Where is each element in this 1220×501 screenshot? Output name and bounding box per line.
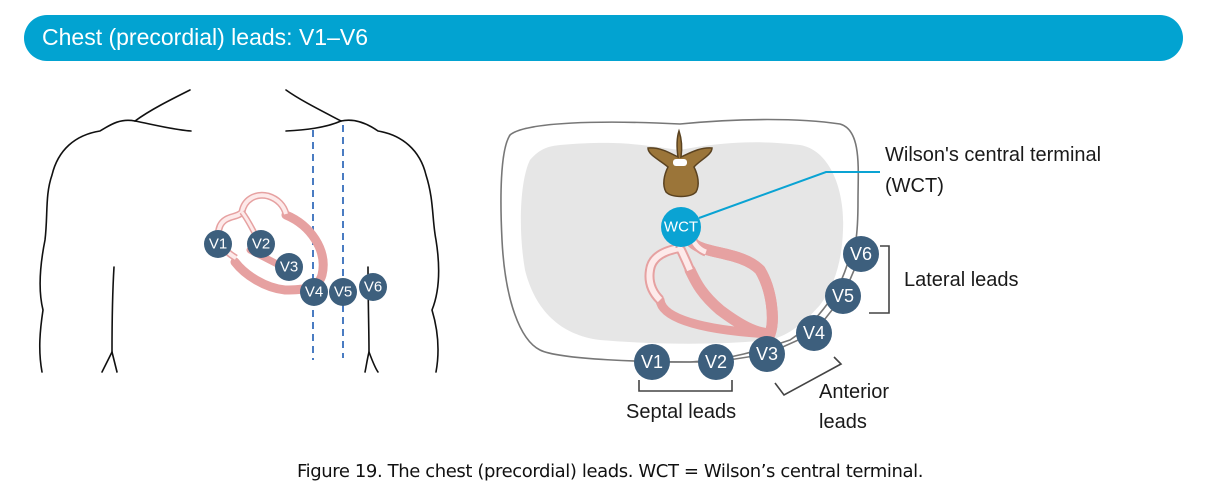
lateral-leads-label: Lateral leads <box>904 269 1019 291</box>
anterior-bracket <box>774 356 843 397</box>
front-lead-v1[interactable]: V1 <box>204 230 232 258</box>
septal-bracket <box>638 380 733 392</box>
guide-lines <box>312 125 344 360</box>
wct-node[interactable]: WCT <box>661 207 701 247</box>
electrode-label: V5 <box>334 284 352 301</box>
electrode-circle <box>843 236 879 272</box>
anterior-leads-label-1: Anterior <box>819 381 889 403</box>
electrode-circle <box>749 336 785 372</box>
front-lead-v6[interactable]: V6 <box>359 273 387 301</box>
electrode-label: V2 <box>705 352 727 372</box>
electrode-label: V6 <box>364 279 382 296</box>
electrode-label: V5 <box>832 286 854 306</box>
cross-lead-v2[interactable]: V2 <box>698 344 734 380</box>
wct-callout-line <box>698 171 880 219</box>
section-banner: Chest (precordial) leads: V1–V6 <box>24 15 1183 61</box>
electrode-label: V3 <box>756 344 778 364</box>
front-lead-v5[interactable]: V5 <box>329 278 357 306</box>
electrode-label: V1 <box>641 352 663 372</box>
cross-lead-v3[interactable]: V3 <box>749 336 785 372</box>
cross-lead-v6[interactable]: V6 <box>843 236 879 272</box>
anterior-leads-label-2: leads <box>819 411 867 433</box>
wct-callout-title: Wilson's central terminal <box>885 144 1101 166</box>
electrode-label: V1 <box>209 236 227 253</box>
figure-caption: Figure 19. The chest (precordial) leads.… <box>296 461 924 482</box>
cross-leads: V1 V2 V3 V4 V5 V6 <box>634 236 879 380</box>
front-lead-v4[interactable]: V4 <box>300 278 328 306</box>
cross-lead-v5[interactable]: V5 <box>825 278 861 314</box>
torso-outline <box>38 89 440 373</box>
electrode-circle <box>634 344 670 380</box>
section-title: Chest (precordial) leads: V1–V6 <box>42 24 368 50</box>
wct-label: WCT <box>664 219 698 236</box>
electrode-label: V3 <box>280 259 298 276</box>
electrode-circle <box>247 230 275 258</box>
electrode-circle <box>204 230 232 258</box>
electrode-circle <box>825 278 861 314</box>
electrode-label: V4 <box>305 284 323 301</box>
wct-callout-abbrev: (WCT) <box>885 175 944 197</box>
lateral-bracket <box>869 245 890 314</box>
cross-lead-v4[interactable]: V4 <box>796 315 832 351</box>
electrode-label: V4 <box>803 323 825 343</box>
cross-lead-v1[interactable]: V1 <box>634 344 670 380</box>
vertebra-icon <box>647 128 713 198</box>
electrode-label: V2 <box>252 236 270 253</box>
electrode-circle <box>300 278 328 306</box>
electrode-label: V6 <box>850 244 872 264</box>
electrode-circle <box>275 253 303 281</box>
electrode-circle <box>359 273 387 301</box>
electrode-circle <box>796 315 832 351</box>
electrode-circle <box>329 278 357 306</box>
group-brackets <box>638 245 890 397</box>
septal-leads-label: Septal leads <box>626 401 736 423</box>
electrode-circle <box>698 344 734 380</box>
front-lead-v2[interactable]: V2 <box>247 230 275 258</box>
front-lead-v3[interactable]: V3 <box>275 253 303 281</box>
